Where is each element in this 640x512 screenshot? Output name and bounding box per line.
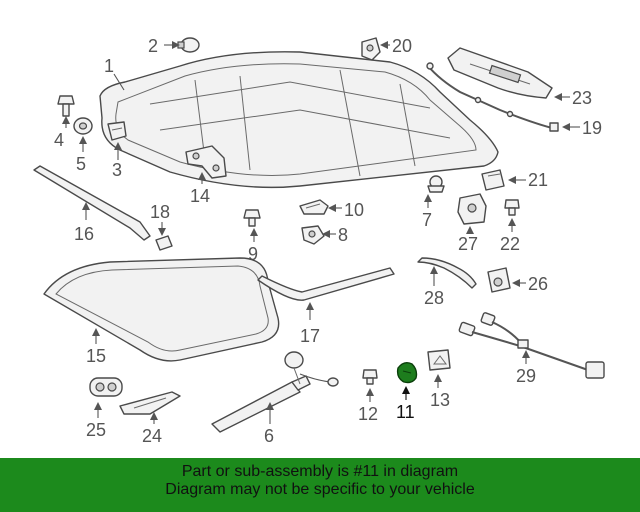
callout-23: 23 [572,88,592,108]
part-11-highlighted [396,361,418,384]
part-17-trim-strip [257,267,395,301]
callout-20: 20 [392,36,412,56]
part-28-seal-strip [417,257,477,289]
part-3-clip [107,121,127,141]
callout-16: 16 [74,224,94,244]
banner-line-2: Diagram may not be specific to your vehi… [165,481,475,498]
part-10-latch-bracket [299,199,329,215]
callout-17: 17 [300,326,320,346]
callout-4: 4 [54,130,64,150]
part-19-harness [426,62,559,132]
banner-line-1: Part or sub-assembly is #11 in diagram [181,463,459,480]
part-25-lamp-housing [89,377,123,397]
part-6-gas-strut [211,351,339,433]
part-23-spoiler [447,47,553,99]
part-27-latch-assembly [457,193,487,225]
part-13-switch [427,349,451,371]
part-29-wiring-harness [458,312,605,379]
info-banner: Part or sub-assembly is #11 in diagram D… [0,458,640,512]
callout-6: 6 [264,426,274,446]
callout-22: 22 [500,234,520,254]
callout-19: 19 [582,118,602,138]
callout-7: 7 [422,210,432,230]
part-18-clip [155,235,173,251]
part-5-nut [73,117,93,135]
part-22-bolt [504,199,520,216]
part-2-push-pin [177,37,200,53]
parts-diagram: 1 2 3 4 5 6 7 [33,36,605,446]
callout-18: 18 [150,202,170,222]
callout-10: 10 [344,200,364,220]
part-8-bracket [301,225,325,245]
callout-15: 15 [86,346,106,366]
callout-8: 8 [338,225,348,245]
part-1-liftgate-panel [99,51,499,189]
part-4-bolt [57,95,75,117]
callout-14: 14 [190,186,210,206]
callout-13: 13 [430,390,450,410]
part-15-glass [43,257,280,362]
callout-9: 9 [248,244,258,264]
callout-26: 26 [528,274,548,294]
part-26-latch [487,267,511,293]
callout-2: 2 [148,36,158,56]
callout-5: 5 [76,154,86,174]
callout-11: 11 [396,402,415,422]
part-21-bumper [481,169,505,191]
callout-25: 25 [86,420,106,440]
callout-21: 21 [528,170,548,190]
part-14-hinge [185,145,227,179]
callout-29: 29 [516,366,536,386]
part-20-striker [361,37,381,61]
callout-1: 1 [104,56,114,76]
callout-24: 24 [142,426,162,446]
part-24-bracket [119,391,181,415]
part-16-weatherstrip [33,165,151,241]
callout-12: 12 [358,404,378,424]
callout-3: 3 [112,160,122,180]
part-9-bolt [243,209,261,227]
part-12-bolt [362,369,378,385]
callout-28: 28 [424,288,444,308]
callout-27: 27 [458,234,478,254]
part-7-ball-stud [427,175,445,193]
